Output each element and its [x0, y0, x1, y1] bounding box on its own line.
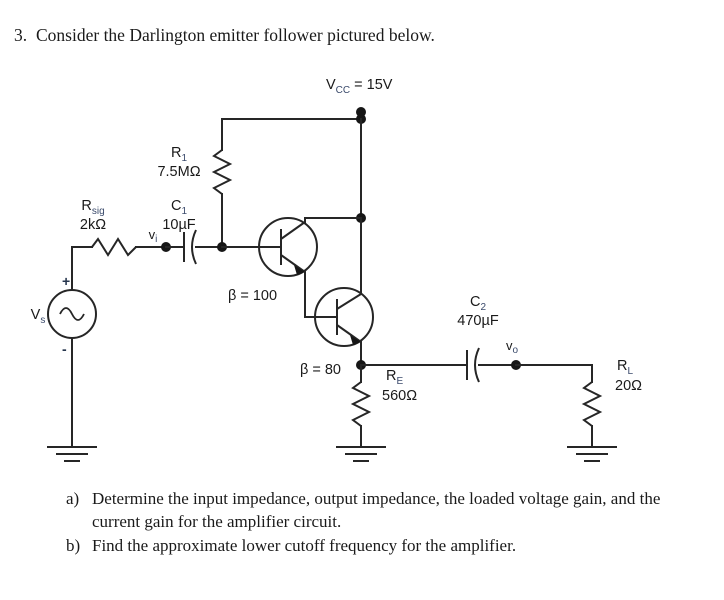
rl-label: RL 20Ω [615, 358, 642, 394]
r1-symbol-text: R1 [171, 145, 187, 164]
subquestion-b-marker: b) [66, 536, 81, 555]
subquestion-b-text: Find the approximate lower cutoff freque… [92, 536, 517, 555]
re-symbol-text: RE [386, 368, 403, 387]
re-zigzag [350, 381, 372, 427]
rl-value-text: 20Ω [615, 378, 642, 394]
q2-collector-diagonal [336, 293, 362, 310]
vcc-terminal-dot [356, 107, 366, 117]
input-path [71, 229, 265, 265]
subquestion-b: b) Find the approximate lower cutoff fre… [66, 534, 706, 557]
rsig-symbol-text: Rsig [81, 198, 104, 217]
c1-symbol-text: C1 [171, 198, 187, 217]
transistor-q1 [258, 217, 362, 318]
rsig-label: Rsig 2kΩ [80, 198, 106, 233]
c2-plate-curved [474, 347, 480, 383]
rsig-value-text: 2kΩ [80, 217, 106, 233]
q1-beta-text: β = 100 [228, 288, 277, 304]
q1-envelope-circle [258, 217, 318, 277]
ground-symbol-source [47, 446, 97, 462]
c2-label: C2 470µF [457, 294, 499, 329]
q2-beta-label: β = 80 [300, 362, 341, 378]
vi-label: vi [149, 227, 158, 245]
subquestion-a: a) Determine the input impedance, output… [66, 487, 706, 533]
output-path [360, 347, 617, 462]
vs-label-text: Vs [31, 307, 46, 326]
q1-collector-diagonal [280, 221, 306, 240]
r1-value-text: 7.5MΩ [157, 164, 200, 180]
q1-emitter-arrow [294, 265, 305, 275]
c2-value-text: 470µF [457, 313, 499, 329]
resistor-r1 [211, 118, 233, 248]
problem-number: 3. [14, 25, 28, 45]
ac-source-vs: + - Vs [31, 246, 97, 448]
vs-plus-sign: + [62, 273, 70, 289]
q1-beta-label: β = 100 [228, 288, 277, 304]
subquestion-a-marker: a) [66, 489, 80, 508]
c2-symbol-text: C2 [470, 294, 486, 313]
q2-emitter-diagonal [336, 324, 362, 343]
emitter-node-network [336, 360, 386, 462]
r1-zigzag [211, 149, 233, 195]
supply-rail [221, 107, 366, 295]
subquestion-a-text: Determine the input impedance, output im… [92, 489, 661, 531]
q2-beta-text: β = 80 [300, 362, 341, 378]
vs-minus-sign: - [62, 341, 67, 357]
r1-label: R1 7.5MΩ [157, 145, 200, 180]
vcc-label-text: VCC = 15V [326, 77, 393, 96]
re-value-text: 560Ω [382, 388, 417, 404]
vo-label-text: vo [506, 338, 519, 356]
q2-envelope-circle [314, 287, 374, 347]
re-label: RE 560Ω [382, 368, 417, 404]
q2-emitter-arrow [350, 335, 361, 345]
rsig-zigzag [91, 237, 137, 257]
problem-statement: Consider the Darlington emitter follower… [36, 25, 435, 45]
vo-label: vo [506, 338, 519, 356]
c1-value-text: 10µF [162, 217, 195, 233]
rl-zigzag [581, 381, 603, 427]
c1-plate-curved [191, 229, 197, 265]
c1-label: C1 10µF [162, 198, 195, 233]
problem-heading: 3. Consider the Darlington emitter follow… [14, 24, 435, 46]
transistor-q2 [314, 287, 374, 366]
circuit-diagram: VCC = 15V R1 7.5MΩ C1 10µF [0, 62, 724, 477]
vi-label-text: vi [149, 227, 158, 245]
q1-emitter-diagonal [280, 254, 306, 273]
subquestion-list: a) Determine the input impedance, output… [66, 487, 706, 558]
vs-sine-glyph [59, 307, 85, 321]
vcc-label: VCC = 15V [326, 77, 393, 96]
rl-symbol-text: RL [617, 358, 633, 377]
